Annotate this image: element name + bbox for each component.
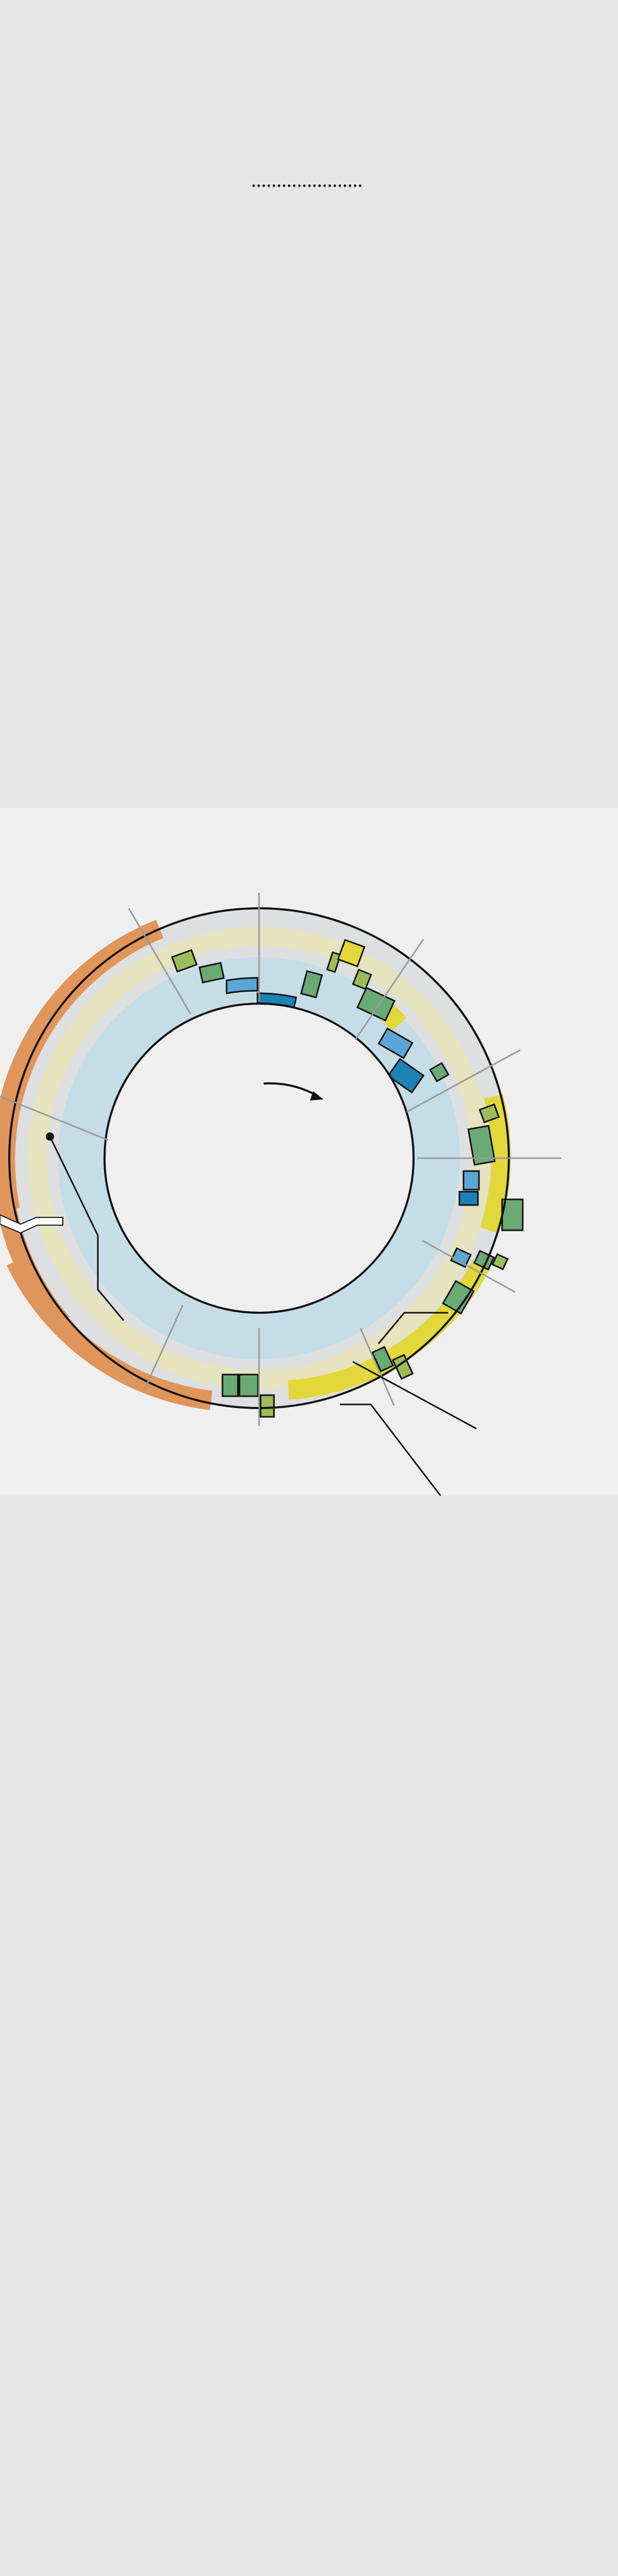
sleep-cycle-ring-graphic xyxy=(0,893,561,1496)
title-divider xyxy=(252,184,362,187)
sleep-cycle-chart xyxy=(0,808,618,1496)
intro-section xyxy=(0,0,618,808)
